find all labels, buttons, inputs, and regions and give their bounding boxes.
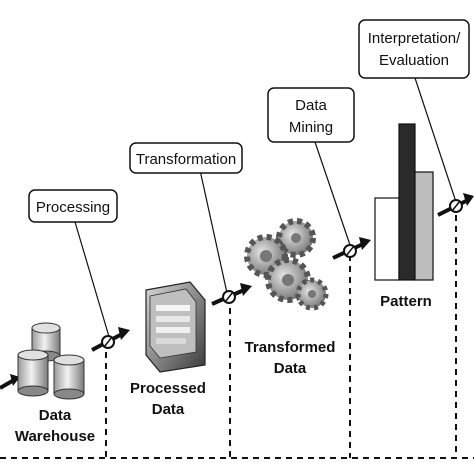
pattern-bar-gray <box>414 171 434 281</box>
data-mining-callout: Data Mining <box>267 87 355 143</box>
interpretation-label-line2: Evaluation <box>379 52 449 69</box>
transformed-data-label-line1: Transformed <box>245 339 336 356</box>
arrow-data-mining <box>332 237 371 260</box>
data-mining-label-line2: Mining <box>289 119 333 136</box>
pattern-bar-chart-icon <box>374 123 434 281</box>
interpretation-callout: Interpretation/ Evaluation <box>358 19 470 79</box>
transformed-data-label-line2: Data <box>274 360 307 377</box>
interpretation-leader <box>414 77 457 203</box>
arrow-processing <box>91 327 130 352</box>
processing-label: Processing <box>36 199 110 216</box>
processed-data-label-line1: Processed <box>130 380 206 397</box>
transformation-callout: Transformation <box>129 142 243 174</box>
transformation-leader <box>199 169 228 294</box>
processing-callout: Processing <box>28 189 118 223</box>
pattern-label: Pattern <box>380 293 432 310</box>
processing-leader <box>74 221 111 341</box>
interpretation-label-line1: Interpretation/ <box>368 30 461 47</box>
arrow-transformation <box>211 283 252 306</box>
processed-data-icon <box>145 281 206 373</box>
transformed-data-gears-icon <box>244 218 329 311</box>
data-mining-leader <box>314 141 351 246</box>
data-warehouse-label-line1: Data <box>39 407 72 424</box>
data-warehouse-icon <box>17 322 85 400</box>
arrow-interpretation <box>437 193 474 217</box>
pattern-bar-white <box>374 197 400 281</box>
transformation-label: Transformation <box>136 151 236 168</box>
left-arrow-fragment <box>0 374 20 390</box>
data-mining-label-line1: Data <box>295 97 327 114</box>
data-warehouse-label-line2: Warehouse <box>15 428 95 445</box>
pattern-bar-dark <box>398 123 416 281</box>
processed-data-label-line2: Data <box>152 401 185 418</box>
